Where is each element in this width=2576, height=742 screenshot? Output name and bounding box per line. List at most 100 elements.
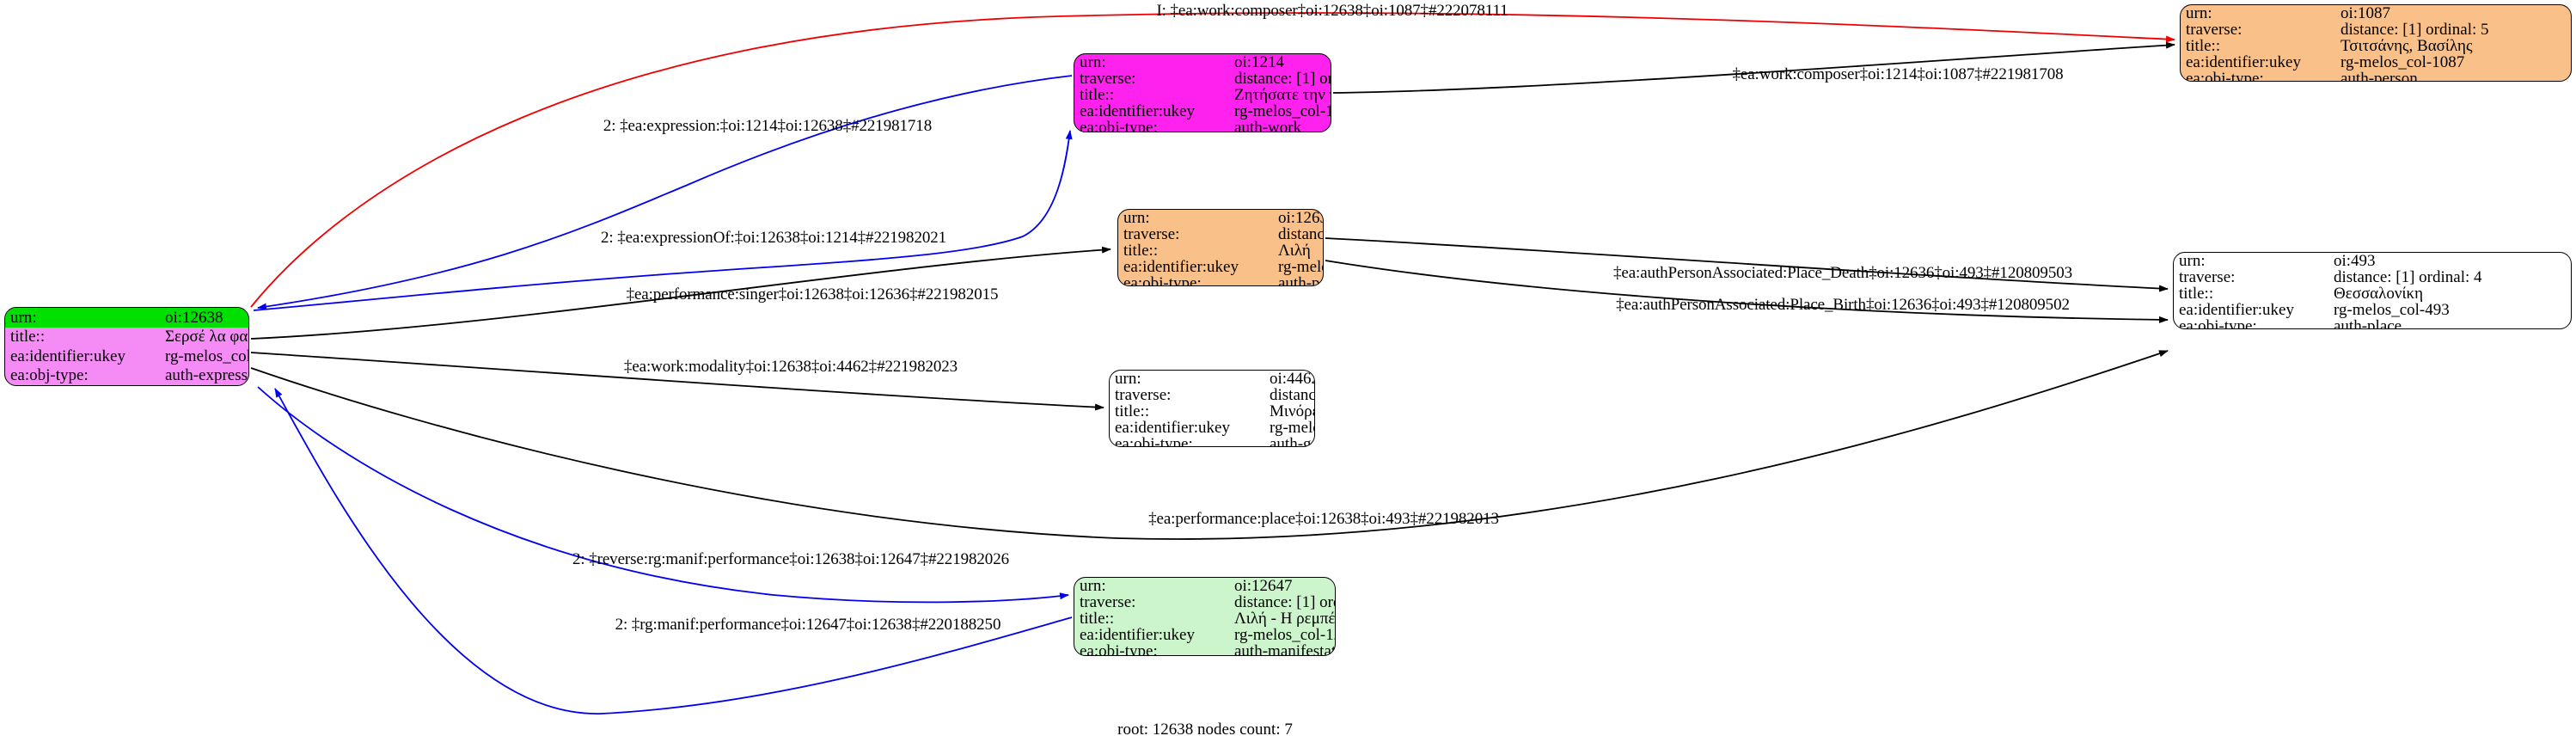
- node-12647[interactable]: urn: oi:12647 traverse: distance: [1] or…: [1074, 577, 1336, 656]
- field-value-ukey: rg-melos_col-12638: [165, 346, 248, 365]
- field-label-objtype: ea:obj-type:: [1080, 642, 1158, 656]
- field-value-urn: oi:12647: [1234, 577, 1293, 595]
- field-value-urn: oi:493: [2334, 252, 2376, 270]
- field-label-urn: urn:: [2186, 4, 2212, 22]
- field-label-urn: urn:: [1080, 53, 1106, 71]
- node-row-ukey: ea:identifier:ukey rg-melos_col-1087: [2181, 54, 2571, 71]
- field-value-objtype: auth-manifestation: [1234, 642, 1336, 656]
- edge-path-place-12638-493: [250, 350, 2169, 540]
- node-1087[interactable]: urn: oi:1087 traverse: distance: [1] ord…: [2180, 4, 2572, 82]
- node-row-traverse: traverse: distance: [1] ordinal: 3: [1110, 387, 1314, 403]
- node-row-title: title:: Σερσέ λα φαμ - Το παιδί του δρόμ…: [5, 328, 248, 347]
- field-value-objtype: auth-expression: [165, 366, 248, 385]
- field-label-objtype: ea:obj-type:: [1123, 274, 1202, 286]
- edge-path-revmanif-12638-12647: [257, 386, 1069, 604]
- field-label-title: title::: [10, 328, 46, 346]
- node-row-ukey: ea:identifier:ukey rg-melos_col-12638: [5, 346, 248, 366]
- field-label-objtype: ea:obj-type:: [10, 366, 89, 385]
- field-value-traverse: distance: [1] ordinal: 6: [1278, 225, 1324, 243]
- node-row-title: title:: Τσιτσάνης, Βασίλης: [2181, 38, 2571, 54]
- field-value-title: Θεσσαλονίκη: [2334, 285, 2424, 303]
- node-row-objtype: ea:obj-type: auth-genre: [1110, 435, 1314, 447]
- field-value-title: Σερσέ λα φαμ - Το παιδί του δρόμου: [165, 328, 248, 346]
- field-value-objtype: auth-place: [2334, 317, 2402, 329]
- node-row-traverse: traverse: distance: [1] ordinal: 1: [1074, 71, 1331, 87]
- field-label-traverse: traverse:: [2186, 21, 2243, 39]
- field-label-objtype: ea:obj-type:: [1080, 119, 1158, 132]
- edge-path-expressionof-12638-1214: [253, 130, 1073, 311]
- field-label-urn: urn:: [1080, 577, 1106, 595]
- field-value-objtype: auth-genre: [1270, 435, 1314, 447]
- node-row-urn: urn: oi:12636: [1118, 210, 1323, 226]
- edge-path-composer-1214-1087: [1332, 41, 2175, 94]
- node-row-urn: urn: oi:4462: [1110, 371, 1314, 387]
- field-label-traverse: traverse:: [1080, 593, 1136, 611]
- field-value-ukey: rg-melos_col-1214: [1234, 102, 1331, 120]
- edge-label-expression-1214-12638: 2: ‡ea:expression:‡oi:1214‡oi:12638‡#221…: [603, 117, 933, 135]
- graph-caption: root: 12638 nodes count: 7: [1117, 721, 1293, 739]
- node-row-ukey: ea:identifier:ukey rg-melos_col-1214: [1074, 103, 1331, 120]
- node-row-objtype: ea:obj-type: auth-work: [1074, 120, 1331, 132]
- field-value-title: Λιλή: [1278, 242, 1311, 260]
- field-value-ukey: rg-melos_col-12636: [1278, 258, 1323, 276]
- node-12638[interactable]: urn: oi:12638 title:: Σερσέ λα φαμ - Το …: [4, 307, 249, 386]
- edge-label-revmanif-12638-12647: 2: ‡reverse:rg:manif:performance‡oi:1263…: [572, 550, 1010, 568]
- field-value-title: Λιλή - Η ρεμπέτισσα της Θεσσαλονίκης: [1234, 610, 1336, 628]
- field-label-urn: urn:: [2179, 252, 2206, 270]
- node-row-urn: urn: oi:12638: [5, 308, 248, 328]
- field-label-objtype: ea:obj-type:: [2186, 70, 2264, 82]
- field-label-title: title::: [1080, 610, 1115, 628]
- field-value-ukey: rg-melos_col-493: [2334, 301, 2450, 319]
- field-value-title: Τσιτσάνης, Βασίλης: [2340, 37, 2473, 55]
- node-row-objtype: ea:obj-type: auth-place: [2174, 317, 2571, 329]
- field-label-title: title::: [2179, 285, 2214, 303]
- node-row-traverse: traverse: distance: [1] ordinal: 2: [1074, 594, 1335, 610]
- field-label-ukey: ea:identifier:ukey: [1115, 419, 1230, 437]
- edge-path-placebirth-12636-493: [1325, 260, 2169, 323]
- field-label-title: title::: [2186, 37, 2221, 55]
- field-value-objtype: auth-person: [2340, 70, 2418, 82]
- field-value-urn: oi:12636: [1278, 209, 1323, 227]
- field-label-urn: urn:: [1115, 370, 1141, 388]
- field-label-traverse: traverse:: [1115, 386, 1172, 404]
- field-label-traverse: traverse:: [1080, 70, 1136, 88]
- field-value-traverse: distance: [1] ordinal: 5: [2340, 21, 2489, 39]
- field-value-urn: oi:1214: [1234, 53, 1285, 71]
- field-value-title: Μινόρε: [1270, 402, 1315, 420]
- field-label-ukey: ea:identifier:ukey: [2186, 53, 2301, 71]
- field-value-ukey: rg-melos_col-1087: [2340, 53, 2465, 71]
- field-label-urn: urn:: [5, 308, 160, 328]
- field-value-objtype: auth-work: [1234, 119, 1302, 132]
- edge-label-place-12638-493: ‡ea:performance:place‡oi:12638‡oi:493‡#2…: [1148, 510, 1499, 528]
- node-row-title: title:: Θεσσαλονίκη: [2174, 285, 2571, 302]
- field-value-title: Ζητήσατε την γυναίκα (Σερσέ λα φαμ): [1234, 86, 1331, 104]
- field-label-title: title::: [1123, 242, 1159, 260]
- field-value-traverse: distance: [1] ordinal: 4: [2334, 268, 2482, 286]
- field-label-urn: urn:: [1123, 209, 1150, 227]
- field-label-ukey: ea:identifier:ukey: [2179, 301, 2294, 319]
- node-row-objtype: ea:obj-type: auth-person: [2181, 70, 2571, 82]
- node-row-objtype: ea:obj-type: auth-person: [1118, 274, 1323, 286]
- node-row-title: title:: Λιλή - Η ρεμπέτισσα της Θεσσαλον…: [1074, 610, 1335, 627]
- node-row-ukey: ea:identifier:ukey rg-melos_col-4462: [1110, 420, 1314, 436]
- node-row-ukey: ea:identifier:ukey rg-melos_col-12636: [1118, 259, 1323, 275]
- field-value-ukey: rg-melos_col-12647: [1234, 626, 1335, 644]
- node-4462[interactable]: urn: oi:4462 traverse: distance: [1] ord…: [1109, 370, 1315, 447]
- node-493[interactable]: urn: oi:493 traverse: distance: [1] ordi…: [2173, 252, 2572, 329]
- field-label-traverse: traverse:: [1123, 225, 1180, 243]
- node-row-traverse: traverse: distance: [1] ordinal: 6: [1118, 226, 1323, 242]
- field-label-ukey: ea:identifier:ukey: [1080, 102, 1195, 120]
- edge-label-manif-12647-12638: 2: ‡rg:manif:performance‡oi:12647‡oi:126…: [615, 616, 1001, 634]
- node-12636[interactable]: urn: oi:12636 traverse: distance: [1] or…: [1117, 209, 1324, 286]
- edge-label-placebirth-12636-493: ‡ea:authPersonAssociated:Place_Birth‡oi:…: [1616, 296, 2070, 314]
- node-row-traverse: traverse: distance: [1] ordinal: 5: [2181, 21, 2571, 38]
- node-row-traverse: traverse: distance: [1] ordinal: 4: [2174, 269, 2571, 285]
- edge-label-expressionof-12638-1214: 2: ‡ea:expressionOf:‡oi:12638‡oi:1214‡#2…: [600, 229, 947, 247]
- field-value-objtype: auth-person: [1278, 274, 1323, 286]
- node-row-objtype: ea:obj-type: auth-manifestation: [1074, 642, 1336, 656]
- edge-label-modality-12638-4462: ‡ea:work:modality‡oi:12638‡oi:4462‡#2219…: [623, 358, 958, 376]
- node-1214[interactable]: urn: oi:1214 traverse: distance: [1] ord…: [1074, 53, 1331, 132]
- field-label-ukey: ea:identifier:ukey: [1080, 626, 1195, 644]
- node-row-title: title:: Ζητήσατε την γυναίκα (Σερσέ λα φ…: [1074, 87, 1331, 103]
